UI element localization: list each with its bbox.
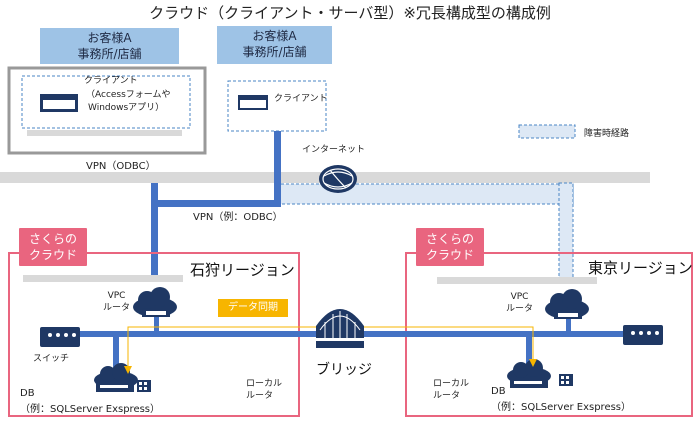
sakura-line1: さくらの	[28, 232, 77, 246]
client-left-pc-bar	[27, 130, 182, 136]
vpc-router-icon	[133, 287, 177, 317]
data-sync-badge: データ同期	[218, 299, 288, 317]
diagram-title: クラウド（クライアント・サーバ型）※冗長構成型の構成例	[149, 4, 551, 22]
region-ishikari-bar	[23, 275, 183, 282]
sakura-cloud-badge-tokyo: さくらの クラウド	[416, 228, 484, 266]
db-server-icon	[507, 359, 573, 388]
sakura-line2: クラウド	[425, 248, 474, 262]
customer-box-left: お客様A 事務所/店舗	[40, 28, 179, 64]
customer-site: 事務所/店舗	[242, 45, 307, 59]
vpc-router-icon	[545, 289, 589, 319]
sakura-line2: クラウド	[28, 248, 77, 262]
vpc-link-ishikari	[154, 302, 159, 334]
client-right-label: クライアント	[274, 94, 328, 104]
db-server-icon	[94, 363, 151, 392]
vpn-left-label: VPN（ODBC）	[86, 161, 156, 172]
legend-failover-swatch	[518, 124, 576, 139]
db-label-ishikari-line2: （例：SQLServer Exspress）	[20, 404, 161, 415]
client-left-label: クライアント	[84, 76, 138, 86]
region-tokyo-bar	[437, 277, 597, 284]
db-label-tokyo-line1: DB	[491, 386, 506, 397]
switch-label: スイッチ	[33, 354, 70, 364]
window-icon	[238, 95, 268, 110]
client-left-app-line1: （Accessフォームや	[86, 90, 171, 100]
region-ishikari-name: 石狩リージョン	[190, 261, 295, 279]
vpc-router-label-ishikari: VPC ルータ	[103, 291, 131, 313]
customer-site: 事務所/店舗	[77, 47, 142, 61]
local-router-label-ishikari: ローカル ルータ	[246, 379, 283, 401]
vpn-mid-label: VPN（例：ODBC）	[193, 212, 283, 223]
internet-globe-icon	[319, 165, 357, 193]
sakura-cloud-badge-ishikari: さくらの クラウド	[19, 228, 87, 266]
region-tokyo-name: 東京リージョン	[588, 259, 693, 277]
db-link-tokyo	[526, 337, 532, 371]
internet-label: インターネット	[302, 145, 366, 155]
customer-name: お客様A	[87, 31, 132, 45]
vpn-line-horizontal	[151, 200, 281, 207]
db-label-tokyo-line2: （例：SQLServer Exspress）	[491, 402, 632, 413]
data-sync-arrow	[124, 366, 132, 374]
failover-path-vertical	[558, 182, 574, 279]
failover-path-horizontal	[275, 183, 574, 205]
bridge-icon	[316, 309, 364, 348]
client-left-app-line2: Windowsアプリ）	[88, 103, 165, 113]
vpn-line-left-vertical	[151, 183, 158, 275]
vpn-line-right-vertical	[274, 131, 281, 207]
data-sync-arrow	[529, 359, 537, 367]
window-icon	[40, 94, 78, 112]
legend-failover-label: 障害時経路	[584, 129, 630, 139]
vpc-router-label-tokyo: VPC ルータ	[506, 292, 534, 314]
db-link-ishikari	[113, 337, 119, 374]
customer-name: お客様A	[252, 29, 297, 43]
switch-icon	[623, 325, 663, 345]
bridge-label: ブリッジ	[316, 362, 372, 378]
customer-box-right: お客様A 事務所/店舗	[217, 26, 332, 64]
db-label-ishikari-line1: DB	[20, 388, 35, 399]
local-router-label-tokyo: ローカル ルータ	[433, 379, 470, 401]
switch-icon	[40, 327, 80, 347]
sakura-line1: さくらの	[425, 232, 474, 246]
